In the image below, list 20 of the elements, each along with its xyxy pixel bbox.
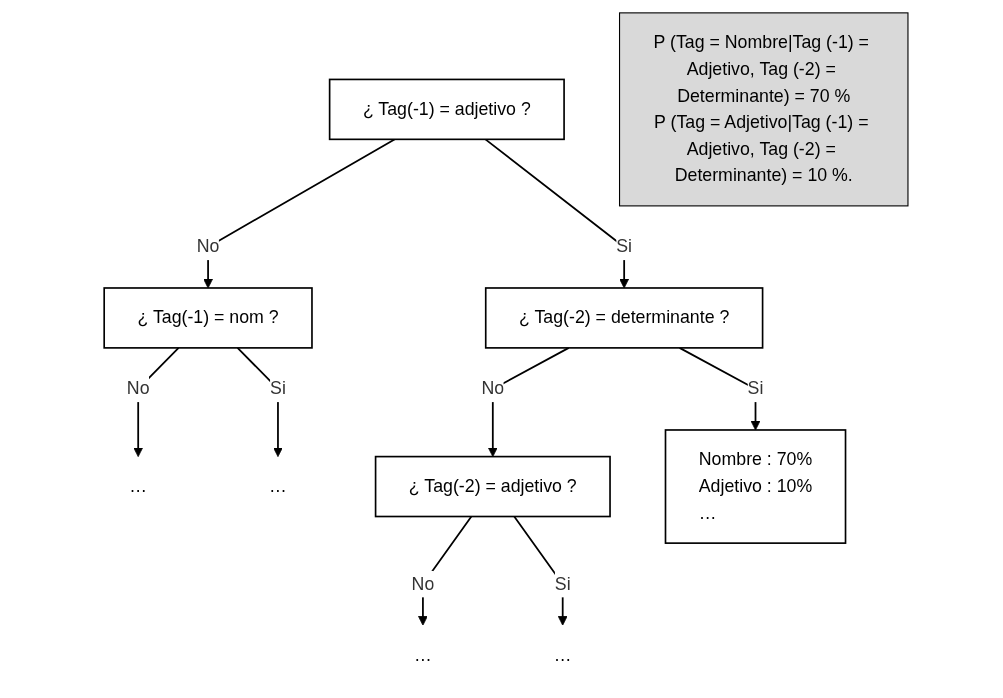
node-box: ¿ Tag(-2) = adjetivo ? [374,455,611,518]
edge-label: Si [747,378,763,398]
edge-label: No [480,378,504,398]
node-box: ¿ Tag(-2) = determinante ? [484,287,763,349]
node-box: ¿ Tag(-1) = adjetivo ? [328,78,565,141]
node-box: Nombre : 70% Adjetivo : 10% … [664,429,846,544]
node-box: P (Tag = Nombre|Tag (-1) = Adjetivo, Tag (-2) = Determinante) = 70 % P (Tag = Adjetivo|Tag (-1) = Adjetivo, Tag (-2) = Determinante) = 10 %. [618,12,909,207]
edge-label: No [411,574,434,594]
node-text: … [413,645,432,665]
node-text: … [268,476,287,496]
node-text: … [553,645,572,665]
edge-label: Si [269,378,286,398]
edge-label: No [126,378,150,398]
edge-label: No [196,236,219,256]
node-box: ¿ Tag(-1) = nom ? [102,287,313,349]
arrow [484,138,629,289]
arrow [202,138,396,289]
edge-label: Si [615,236,632,256]
node-text: … [128,476,147,496]
edge-label: Si [554,574,571,594]
